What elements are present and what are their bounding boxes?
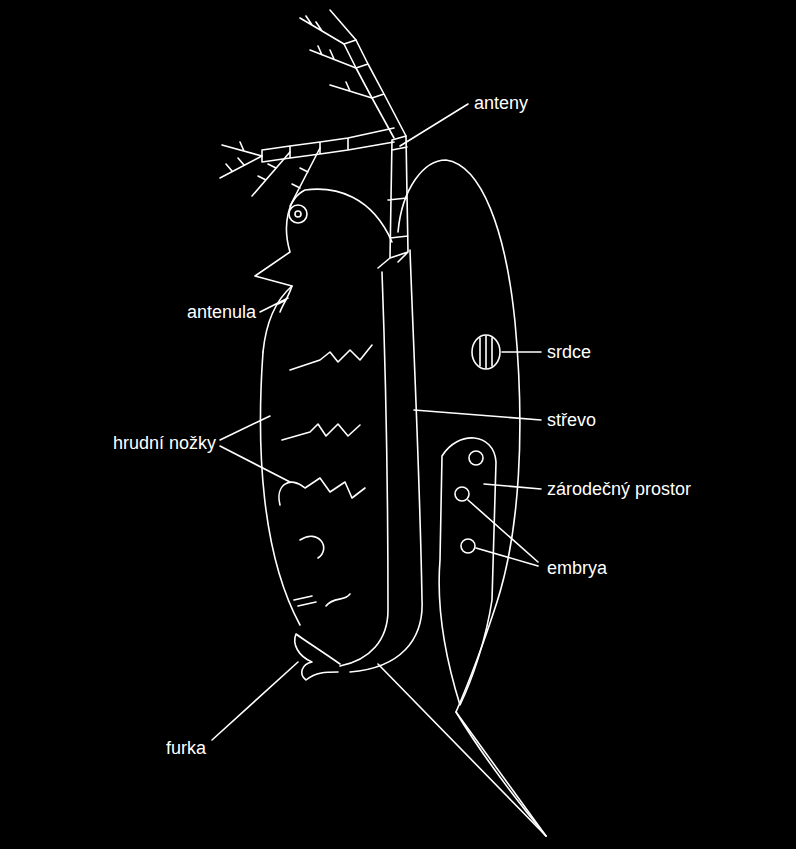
antenna-branch (262, 128, 394, 162)
head-outline (255, 189, 392, 352)
embryo (469, 451, 483, 465)
furca (295, 634, 340, 680)
part-label: střevo (547, 410, 596, 431)
gut (350, 250, 422, 672)
thoracic-leg (300, 536, 324, 558)
carapace-bottom (378, 664, 546, 836)
part-label: anteny (474, 93, 528, 114)
part-label: antenula (187, 302, 256, 323)
tail-spine (456, 712, 546, 836)
antenna-branch (344, 40, 406, 138)
part-label: hrudní nožky (113, 433, 216, 454)
leader-line (400, 104, 468, 146)
part-label: embrya (547, 558, 607, 579)
leader-line (260, 298, 288, 312)
leader-line (212, 662, 298, 740)
part-label: zárodečný prostor (547, 479, 691, 500)
antenna-setae (220, 10, 372, 206)
leader-line (220, 446, 290, 482)
part-label: furka (166, 738, 206, 759)
brood-chamber (439, 438, 496, 705)
thoracic-leg (294, 594, 350, 606)
embryo (455, 487, 469, 501)
thoracic-leg (282, 424, 360, 440)
leader-line (476, 548, 538, 566)
eye-lens (295, 211, 301, 217)
carapace-right (398, 160, 546, 836)
gut (340, 272, 388, 666)
part-label: srdce (547, 342, 591, 363)
leader-line (414, 410, 541, 420)
heart-stripes (480, 336, 492, 368)
thoracic-leg (279, 478, 365, 505)
antenna-stem (378, 136, 408, 268)
embryo (461, 539, 475, 553)
leader-line (220, 416, 270, 440)
heart (472, 335, 500, 369)
leader-line (468, 500, 538, 562)
leader-line (502, 351, 541, 353)
leader-line (484, 484, 541, 489)
eye (289, 205, 307, 223)
thoracic-leg (290, 345, 372, 370)
